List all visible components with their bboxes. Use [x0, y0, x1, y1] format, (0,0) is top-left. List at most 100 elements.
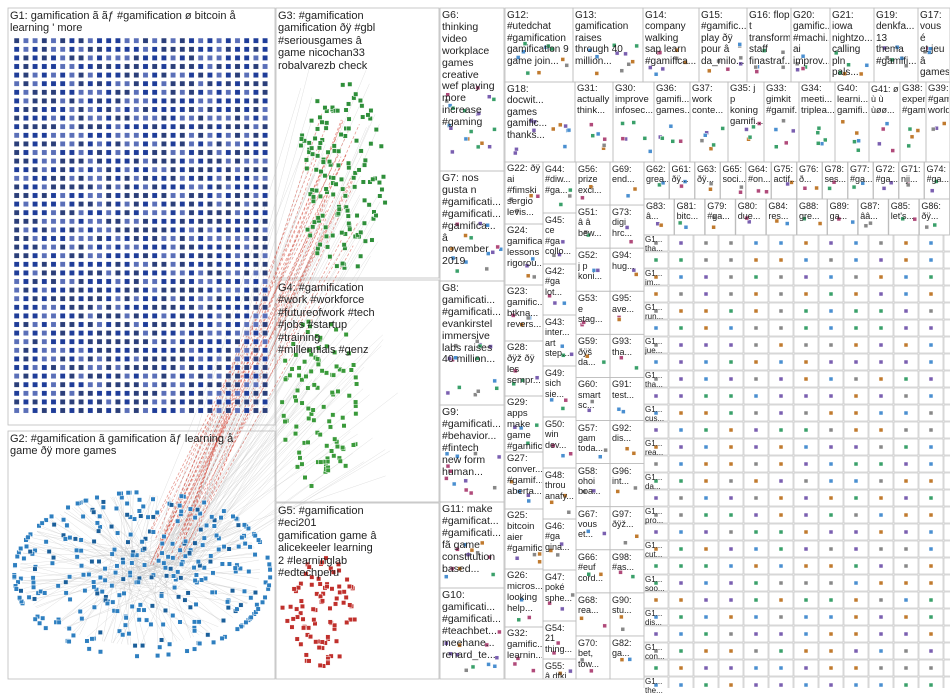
- node-g1: [142, 80, 149, 87]
- node-small: [653, 342, 659, 348]
- node-g5: [280, 605, 286, 611]
- node-g1: [206, 115, 213, 122]
- small-group-cell: [768, 489, 794, 507]
- node-g1: [114, 235, 121, 242]
- node-small: [928, 410, 934, 416]
- node-small: [803, 393, 809, 399]
- node-g1: [87, 106, 94, 113]
- small-group-cell: [643, 319, 669, 337]
- small-group-cell: [768, 336, 794, 354]
- node-g1: [262, 175, 269, 182]
- node-small: [678, 665, 684, 671]
- node-g1: [41, 407, 48, 414]
- node-small: [753, 495, 759, 501]
- node-g1: [13, 123, 20, 130]
- group-panel-g62: [643, 161, 670, 200]
- node-g1: [22, 115, 29, 122]
- edge: [173, 377, 317, 588]
- node-g1: [78, 407, 85, 414]
- node-small: [778, 325, 784, 331]
- small-group-cell: [943, 642, 950, 660]
- node-g1: [13, 115, 20, 122]
- node-g1: [151, 244, 158, 251]
- node-g11: [469, 547, 475, 553]
- edge: [130, 529, 242, 578]
- node-g4: [330, 412, 336, 418]
- node-g4: [302, 359, 308, 365]
- small-group-cell: [693, 574, 719, 592]
- node-small: [678, 512, 684, 518]
- node-g2: [192, 646, 198, 652]
- node-g1: [68, 364, 75, 371]
- node-g2: [131, 516, 137, 522]
- node-g1: [78, 304, 85, 311]
- node-g1: [50, 373, 57, 380]
- node-g2: [204, 522, 210, 528]
- node-g2: [205, 632, 211, 638]
- node-g2: [266, 582, 272, 588]
- node-g1: [59, 209, 66, 216]
- node-g1: [197, 390, 204, 397]
- group-panels: [7, 7, 950, 688]
- node-small: [903, 274, 909, 280]
- node-g5: [336, 567, 342, 573]
- node-g7: [484, 266, 489, 272]
- node-small: [928, 682, 934, 688]
- node-g1: [41, 201, 48, 208]
- node-g1: [151, 252, 158, 259]
- node-g1: [78, 89, 85, 96]
- node-g1: [133, 252, 140, 259]
- node-g2: [89, 636, 95, 642]
- node-g1: [160, 54, 167, 61]
- small-group-cell: [843, 387, 869, 405]
- node-g6: [479, 140, 485, 146]
- node-g2: [187, 550, 193, 556]
- node-g2: [14, 553, 20, 559]
- node-g1: [59, 218, 66, 225]
- node-g13: [626, 62, 631, 67]
- node-g1: [78, 37, 85, 44]
- node-g1: [59, 192, 66, 199]
- node-g1: [179, 226, 186, 233]
- node-g1: [114, 115, 121, 122]
- node-small: [878, 512, 884, 518]
- node-g1: [32, 321, 39, 328]
- node-small: [903, 257, 909, 263]
- node-g31: [602, 136, 607, 142]
- node-g4: [282, 437, 288, 443]
- node-g2: [196, 619, 202, 625]
- node-g21: [833, 50, 839, 56]
- small-group-cell: [743, 319, 769, 337]
- node-g1: [50, 364, 57, 371]
- small-group-cell: [693, 540, 719, 558]
- node-small: [828, 308, 834, 314]
- node-g1: [32, 381, 39, 388]
- node-g1: [216, 269, 223, 276]
- node-g2: [18, 576, 24, 582]
- node-g1: [133, 201, 140, 208]
- node-g1: [124, 140, 131, 147]
- node-g1: [124, 390, 131, 397]
- node-g1: [142, 183, 149, 190]
- node-g23: [519, 322, 525, 327]
- node-g1: [68, 89, 75, 96]
- node-small: [678, 461, 684, 467]
- node-g1: [22, 235, 29, 242]
- node-g2: [39, 520, 45, 526]
- node-g2: [36, 523, 42, 529]
- node-small: [728, 257, 734, 263]
- group-panel-g34: [798, 81, 836, 163]
- node-g2: [192, 540, 198, 546]
- node-g4: [315, 356, 321, 362]
- node-small: [903, 665, 909, 671]
- node-g3: [325, 149, 331, 155]
- node-g1: [50, 355, 57, 362]
- node-g1: [179, 312, 186, 319]
- node-g1: [22, 123, 29, 130]
- node-g1: [252, 287, 259, 294]
- node-small: [928, 393, 934, 399]
- node-g1: [105, 72, 112, 79]
- node-g4: [293, 352, 299, 358]
- node-g1: [133, 355, 140, 362]
- node-g1: [50, 209, 57, 216]
